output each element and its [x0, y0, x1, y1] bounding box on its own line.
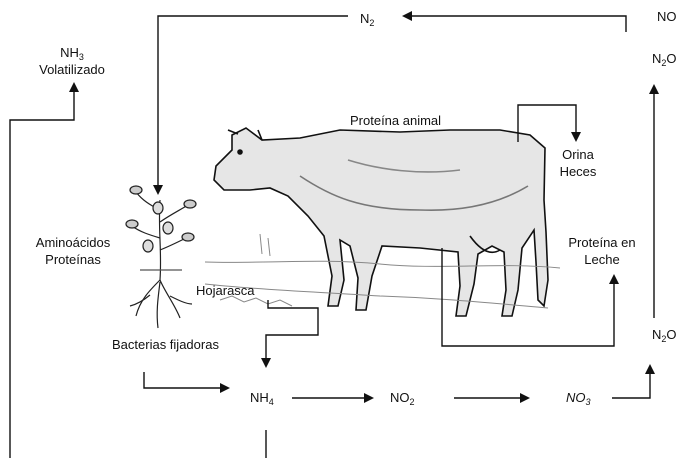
label-orina-heces: Orina Heces — [555, 146, 601, 180]
label-proteina-animal: Proteína animal — [350, 112, 441, 129]
label-hojarasca: Hojarasca — [196, 282, 255, 299]
arrow-bacterias-to-nh4 — [144, 372, 228, 388]
cow-illustration — [214, 128, 548, 316]
label-nh3: NH3 Volatilizado — [22, 44, 122, 78]
label-nh3-formula: NH3 — [22, 44, 122, 61]
arrow-hojarasca-to-nh4 — [266, 300, 318, 366]
label-leche: Leche — [552, 251, 652, 268]
arrow-to-nh3 — [10, 84, 74, 458]
label-proteinas: Proteínas — [14, 251, 132, 268]
label-proteina-leche: Proteína en Leche — [552, 234, 652, 268]
label-n2o-right: N2O — [652, 326, 677, 343]
label-aminoacidos: Aminoácidos — [14, 234, 132, 251]
label-no2: NO2 — [390, 389, 415, 406]
label-no: NO — [657, 8, 677, 25]
label-heces: Heces — [555, 163, 601, 180]
arrow-to-n2 — [404, 16, 626, 32]
label-orina: Orina — [555, 146, 601, 163]
label-aminoacidos-proteinas: Aminoácidos Proteínas — [14, 234, 132, 268]
plant-illustration — [126, 186, 196, 328]
label-no3: NO3 — [566, 389, 591, 406]
label-volatilizado: Volatilizado — [22, 61, 122, 78]
label-bacterias-fijadoras: Bacterias fijadoras — [112, 336, 219, 353]
label-proteina-en: Proteína en — [552, 234, 652, 251]
label-nh4: NH4 — [250, 389, 274, 406]
arrow-no3-to-n2o — [612, 366, 650, 398]
label-n2-top: N2 — [360, 10, 374, 27]
label-n2o-top: N2O — [652, 50, 677, 67]
